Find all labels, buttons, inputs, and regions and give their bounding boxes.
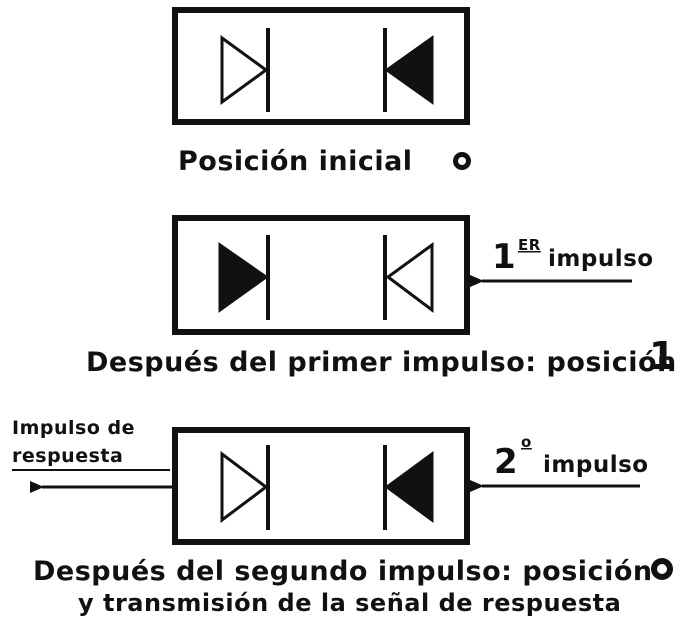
- panel-2-right-diode: [383, 235, 434, 320]
- panel-1-caption: Posición inicial: [178, 146, 413, 177]
- panel-3-caption-line-2: y transmisión de la señal de respuesta: [78, 589, 621, 617]
- panel-1-left-diode-triangle: [220, 35, 269, 105]
- panel-3-frame: [172, 427, 470, 545]
- panel-2-caption: Después del primer impulso: posición: [86, 347, 677, 378]
- panel-2-left-diode: [218, 235, 270, 320]
- panel-3-left-diode-triangle: [220, 451, 269, 523]
- panel-3-input-label-word: impulso: [543, 452, 649, 478]
- panel-1-right-diode: [383, 28, 434, 112]
- panel-2-right-diode-triangle: [385, 242, 434, 313]
- panel-2-input-label-suffix: ER: [518, 236, 541, 254]
- panel-2-frame: [172, 215, 470, 335]
- panel-3-state-symbol-zero-hole: [657, 564, 667, 574]
- panel-3-input-label-suffix: o: [521, 433, 532, 451]
- panel-1-frame: [172, 7, 470, 125]
- panel-3-caption-line-1: Después del segundo impulso: posición: [33, 556, 653, 587]
- panel-2-input-label-word: impulso: [548, 246, 654, 272]
- panel-3-output-label-line2: respuesta: [12, 445, 123, 467]
- panel-3-input-label-number: 2: [494, 442, 518, 482]
- panel-3-right-diode-triangle: [384, 451, 434, 523]
- panel-after-first-pulse: 1 ER impulso Después del primer impulso:…: [86, 215, 677, 378]
- panel-3-right-diode: [383, 445, 434, 530]
- panel-after-second-pulse: 2 o impulso Impulso de respuesta Después…: [12, 417, 673, 617]
- panel-1-left-diode: [220, 28, 270, 112]
- panel-2-input-label-number: 1: [492, 237, 516, 277]
- panel-1-right-diode-triangle: [384, 35, 434, 105]
- panel-1-state-symbol-zero-hole: [458, 157, 466, 165]
- panel-3-output-label-line1: Impulso de: [12, 417, 135, 439]
- panel-2-left-diode-triangle: [218, 242, 269, 313]
- panel-3-left-diode: [220, 445, 270, 530]
- panel-2-state-symbol: 1: [649, 334, 676, 378]
- panel-initial-position: Posición inicial: [172, 7, 471, 177]
